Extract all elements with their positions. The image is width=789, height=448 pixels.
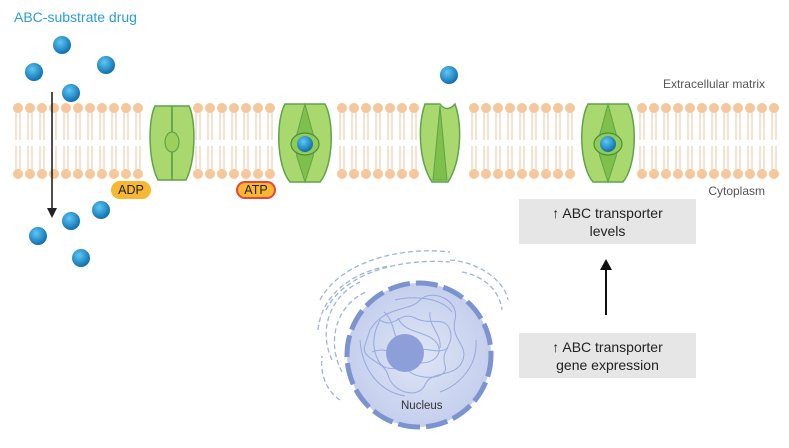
levels-line-2: levels [589, 222, 626, 239]
drug-molecule [25, 63, 43, 81]
drug-molecule-bound [600, 136, 616, 152]
extracellular-label: Extracellular matrix [662, 77, 765, 91]
expression-line-2: gene expression [556, 356, 659, 373]
transporter-levels-box: ↑ ABC transporter levels [519, 199, 696, 244]
transporter-1 [149, 105, 195, 181]
nucleus-label: Nucleus [401, 400, 443, 412]
drug-molecule [62, 84, 80, 102]
drug-label: ABC-substrate drug [14, 9, 137, 25]
drug-molecule [29, 227, 47, 245]
drug-molecule [72, 249, 90, 267]
atp-badge: ATP [236, 181, 276, 199]
upregulation-arrow [600, 259, 612, 315]
cell-membrane [13, 103, 779, 179]
adp-badge: ADP [111, 181, 151, 199]
levels-line-1: ↑ ABC transporter [552, 204, 663, 221]
drug-molecule [53, 36, 71, 54]
gene-expression-box: ↑ ABC transporter gene expression [519, 333, 696, 378]
drug-molecule-bound [297, 136, 313, 152]
nucleolus [386, 334, 424, 372]
influx-arrow [47, 92, 57, 218]
drug-molecule [62, 212, 80, 230]
endoplasmic-reticulum [317, 250, 509, 401]
drug-molecule [440, 66, 458, 84]
cytoplasm-label: Cytoplasm [708, 184, 765, 198]
drug-molecule [92, 201, 110, 219]
drug-molecule [97, 56, 115, 74]
transporter-3 [419, 102, 461, 183]
expression-line-1: ↑ ABC transporter [552, 338, 663, 355]
nucleus [344, 280, 494, 430]
